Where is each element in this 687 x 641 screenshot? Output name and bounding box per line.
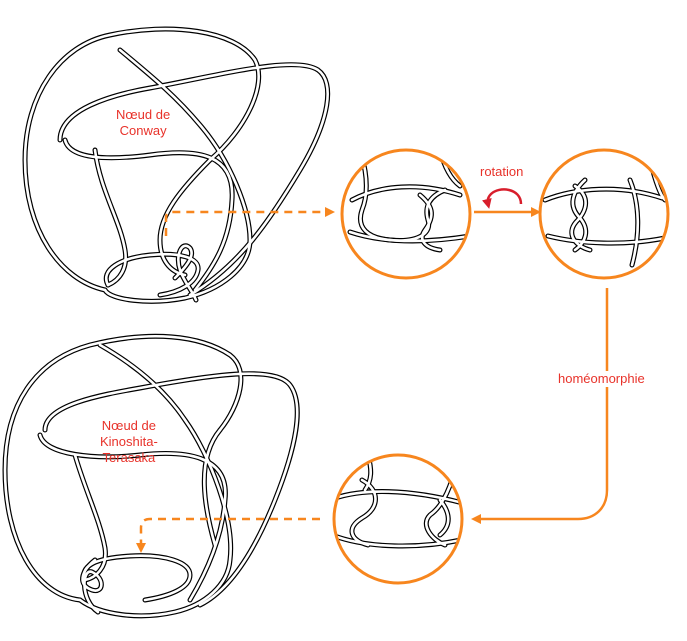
kinoshita-terasaka-knot (2, 333, 300, 619)
dashed-arrow-bottom (136, 517, 320, 553)
dashed-arrow-top (164, 207, 335, 236)
zoom-circle-1 (340, 148, 472, 280)
conway-knot-label: Nœud de Conway (116, 107, 171, 138)
homeomorphie-arrow (471, 288, 609, 524)
zoom-circle-2 (538, 148, 670, 280)
rotation-curl-icon (481, 188, 523, 209)
conway-knot (22, 26, 331, 304)
rotation-label: rotation (480, 164, 524, 179)
kinoshita-terasaka-knot-label: Nœud de Kinoshita- Terasaka (100, 418, 158, 465)
homeomorphie-label: homéomorphie (556, 371, 647, 387)
zoom-circle-3 (332, 453, 464, 585)
